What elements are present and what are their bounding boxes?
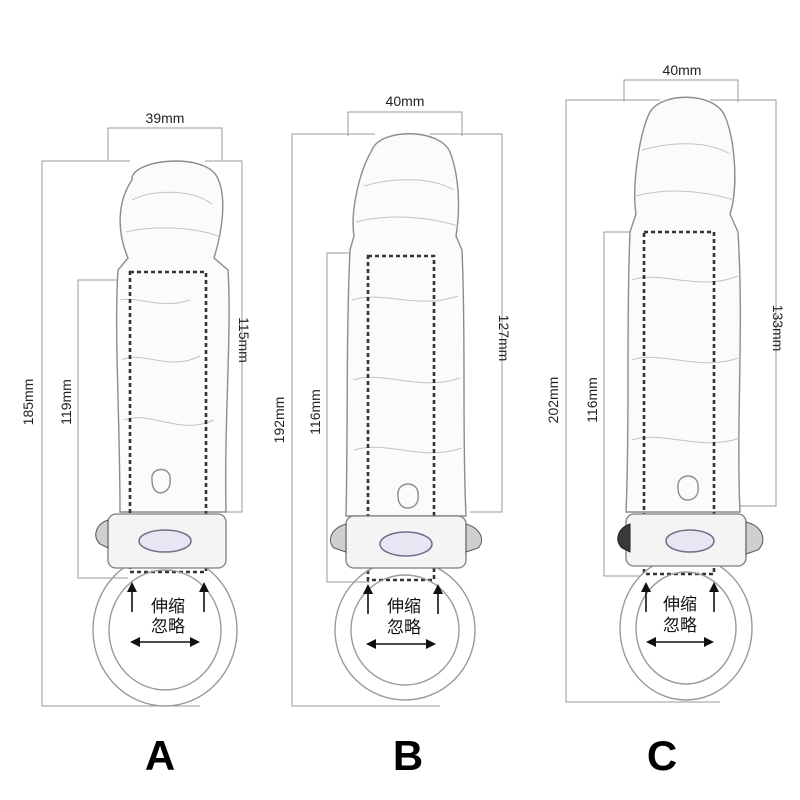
product-letter-b: B xyxy=(393,732,423,779)
sleeve-texture-a xyxy=(119,191,219,426)
inner-channel-b xyxy=(366,254,436,582)
total-length-label-a: 185mm xyxy=(20,379,36,426)
shaft-length-bracket-c xyxy=(710,99,777,507)
width-label-b: 40mm xyxy=(386,93,425,109)
end-cap-c-right xyxy=(745,521,764,555)
width-label-c: 40mm xyxy=(663,62,702,78)
end-cap-c-left xyxy=(617,523,631,553)
product-a: 39mm 185mm 119mm 115mm 伸缩 忽略 A xyxy=(20,110,252,779)
ring-inner-a xyxy=(108,569,222,691)
product-c: 40mm 202mm 116mm 133mm 伸缩 忽略 C xyxy=(545,62,786,779)
end-cap-b-left xyxy=(330,523,347,553)
inner-length-bracket-b xyxy=(326,252,370,583)
total-length-label-b: 192mm xyxy=(271,397,287,444)
stretch-arrows-b xyxy=(363,584,443,649)
inner-length-bracket-c xyxy=(603,231,640,577)
product-letter-a: A xyxy=(145,732,175,779)
sleeve-body-a xyxy=(115,160,230,513)
total-length-bracket-a xyxy=(41,160,200,707)
total-length-label-c: 202mm xyxy=(545,377,561,424)
inner-length-bracket-a xyxy=(77,279,128,579)
width-bracket-b xyxy=(347,111,463,136)
power-button-b[interactable] xyxy=(379,531,433,557)
sleeve-texture-b xyxy=(351,179,463,454)
product-b: 40mm 192mm 116mm 127mm 伸缩 忽略 B xyxy=(271,93,512,779)
stretch-arrows-c xyxy=(641,582,719,647)
shaft-length-label-b: 127mm xyxy=(496,315,512,362)
sleeve-body-c xyxy=(625,96,742,513)
inner-length-label-c: 116mm xyxy=(584,377,600,423)
shaft-length-bracket-b xyxy=(430,133,503,513)
stretch-arrows-a xyxy=(127,582,209,647)
power-button-a[interactable] xyxy=(138,529,192,553)
note-line1-c: 伸缩 xyxy=(663,595,697,615)
note-line2-a: 忽略 xyxy=(151,617,185,637)
note-line1-b: 伸缩 xyxy=(387,597,421,617)
note-line1-a: 伸缩 xyxy=(151,597,185,617)
inner-channel-c xyxy=(642,230,716,576)
width-bracket-c xyxy=(623,79,739,102)
product-letter-c: C xyxy=(647,732,677,779)
shaft-length-label-c: 133mm xyxy=(770,305,786,352)
stimulator-nub-a xyxy=(151,468,171,494)
note-line2-b: 忽略 xyxy=(387,618,421,638)
width-label-a: 39mm xyxy=(146,110,185,126)
stimulator-nub-c xyxy=(677,475,699,501)
shaft-length-bracket-a xyxy=(205,160,243,513)
inner-channel-a xyxy=(128,270,208,574)
total-length-bracket-b xyxy=(291,133,440,707)
inner-length-label-a: 119mm xyxy=(58,379,74,425)
width-bracket-a xyxy=(107,127,223,160)
end-cap-a xyxy=(95,519,109,549)
inner-length-label-b: 116mm xyxy=(307,389,323,435)
stimulator-nub-b xyxy=(397,483,419,509)
ring-inner-b xyxy=(350,574,460,686)
end-cap-b-right xyxy=(465,523,482,553)
total-length-bracket-c xyxy=(565,99,720,703)
shaft-length-label-a: 115mm xyxy=(236,317,252,363)
sleeve-body-b xyxy=(345,133,467,517)
note-line2-c: 忽略 xyxy=(663,616,697,636)
ring-inner-c xyxy=(635,571,737,685)
sleeve-texture-c xyxy=(631,143,741,444)
power-button-c[interactable] xyxy=(665,529,715,553)
